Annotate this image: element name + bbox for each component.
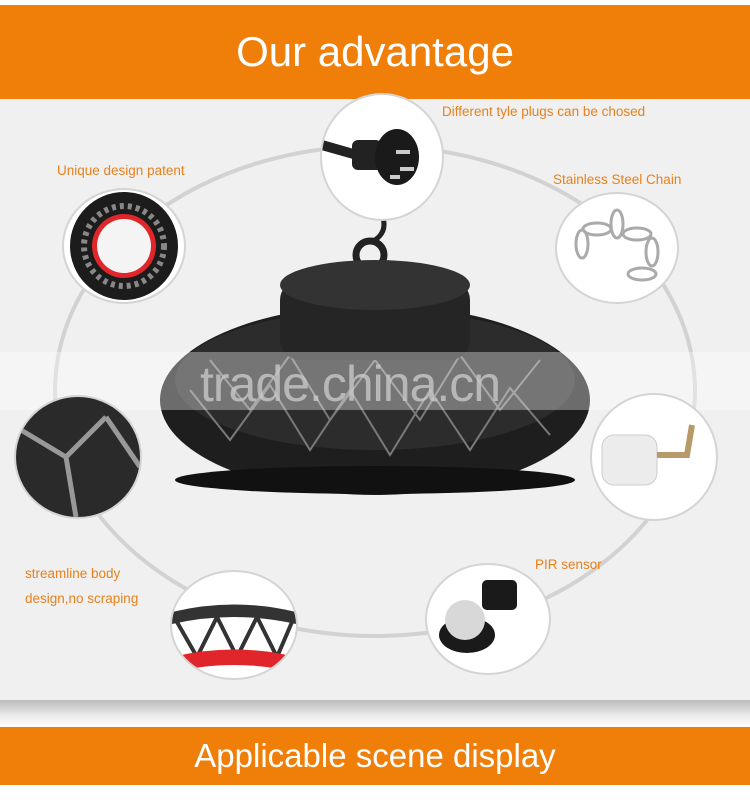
lamp-front-thumbnail: [62, 188, 186, 304]
scene-display-banner: Applicable scene display: [0, 727, 750, 785]
chain-icon: [574, 208, 660, 282]
watermark-text: trade.china.cn: [200, 356, 501, 412]
ufo-high-bay-lamp-image: [160, 210, 590, 495]
plug-icon: [322, 129, 419, 185]
plug-thumbnail: [320, 93, 444, 221]
heatsink-detail-thumbnail: [14, 395, 142, 519]
feature-label-chain: Stainless Steel Chain: [553, 172, 682, 187]
bottom-strip: [0, 785, 750, 800]
section-title-banner: Our advantage: [0, 5, 750, 99]
chain-thumbnail: [555, 192, 679, 304]
streamline-body-thumbnail: [170, 570, 298, 680]
sensor-housing-thumbnail: [590, 393, 718, 521]
heatsink-detail-icon: [16, 397, 140, 517]
feature-label-streamline-1: streamline body: [25, 566, 121, 581]
pir-sensor-thumbnail: [425, 563, 551, 675]
sensor-housing-icon: [601, 424, 695, 486]
feature-label-streamline-2: design,no scraping: [25, 591, 139, 606]
lamp-front-icon: [70, 192, 178, 300]
feature-label-plugs: Different tyle plugs can be chosed: [442, 104, 646, 119]
feature-label-pir: PIR sensor: [535, 557, 602, 572]
pir-sensor-icon: [439, 580, 517, 653]
divider-shadow: [0, 700, 750, 728]
feature-label-design: Unique design patent: [57, 163, 185, 178]
top-strip: [0, 0, 750, 5]
streamline-body-icon: [172, 604, 296, 672]
